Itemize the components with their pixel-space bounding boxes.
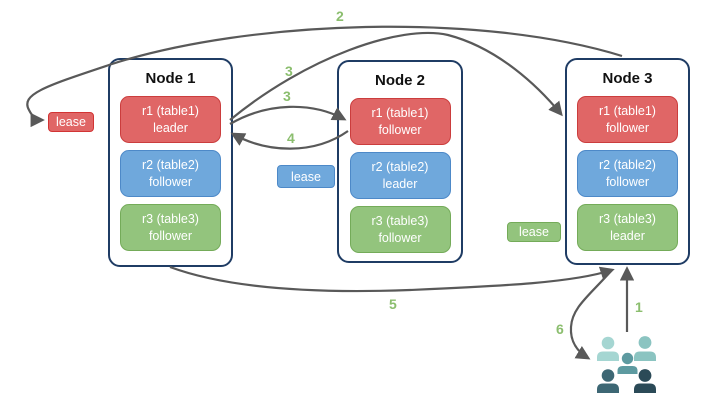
replica-role: follower — [605, 174, 650, 189]
arrow-label-3b: 3 — [283, 88, 291, 104]
arrow-5-node1-to-node3 — [169, 265, 615, 293]
node-2-container: Node 2 r1 (table1) follower r2 (table2) … — [337, 60, 463, 263]
person-icon-bottom-right — [634, 369, 656, 393]
replica-role: leader — [382, 176, 418, 191]
lease-tag-blue: lease — [277, 165, 335, 188]
arrow-label-2: 2 — [336, 8, 344, 24]
replica-name: r3 (table3) — [142, 211, 199, 226]
arrow-label-6: 6 — [556, 321, 564, 337]
arrow-label-1: 1 — [635, 299, 643, 315]
replica-role: follower — [605, 120, 650, 135]
person-icon-top-right — [634, 336, 656, 361]
replica-name: r2 (table2) — [142, 157, 199, 172]
replica-role: follower — [148, 228, 193, 243]
replica-role: leader — [153, 120, 188, 135]
arrow-3-node1-to-node2 — [229, 105, 347, 125]
replica-name: r3 (table3) — [599, 211, 656, 226]
replica-r2-node2: r2 (table2) leader — [349, 152, 451, 199]
replica-role: leader — [610, 228, 645, 243]
arrow-label-3a: 3 — [285, 63, 293, 79]
node-1-title: Node 1 — [145, 70, 196, 87]
replica-role: follower — [378, 122, 422, 137]
node-3-title: Node 3 — [602, 70, 653, 87]
replica-role: follower — [378, 230, 422, 245]
replica-r2-node1: r2 (table2) follower — [120, 150, 221, 197]
arrow-label-5: 5 — [389, 296, 397, 312]
lease-tag-green: lease — [507, 222, 561, 242]
node-2-title: Node 2 — [374, 72, 425, 89]
replica-role: follower — [148, 174, 193, 189]
replica-r1-node1: r1 (table1) leader — [120, 96, 221, 143]
replica-name: r3 (table3) — [371, 213, 429, 228]
person-icon-middle-center — [617, 352, 638, 374]
replica-name: r1 (table1) — [142, 103, 199, 118]
node-3-container: Node 3 r1 (table1) follower r2 (table2) … — [565, 58, 690, 265]
replica-name: r1 (table1) — [371, 105, 429, 120]
lease-tag-red: lease — [48, 112, 94, 132]
replica-r3-node3: r3 (table3) leader — [577, 204, 678, 251]
users-group-icon — [597, 336, 656, 393]
replica-r3-node1: r3 (table3) follower — [120, 204, 221, 251]
replica-r2-node3: r2 (table2) follower — [577, 150, 678, 197]
replica-r3-node2: r3 (table3) follower — [349, 206, 451, 253]
node-1-container: Node 1 r1 (table1) leader r2 (table2) fo… — [108, 58, 233, 267]
replica-name: r1 (table1) — [599, 103, 656, 118]
arrow-label-4: 4 — [287, 130, 295, 146]
person-icon-top-left — [597, 336, 619, 361]
replica-r1-node2: r1 (table1) follower — [349, 98, 451, 145]
replica-name: r2 (table2) — [371, 159, 429, 174]
replica-name: r2 (table2) — [599, 157, 656, 172]
replica-r1-node3: r1 (table1) follower — [577, 96, 678, 143]
person-icon-bottom-left — [597, 369, 619, 393]
